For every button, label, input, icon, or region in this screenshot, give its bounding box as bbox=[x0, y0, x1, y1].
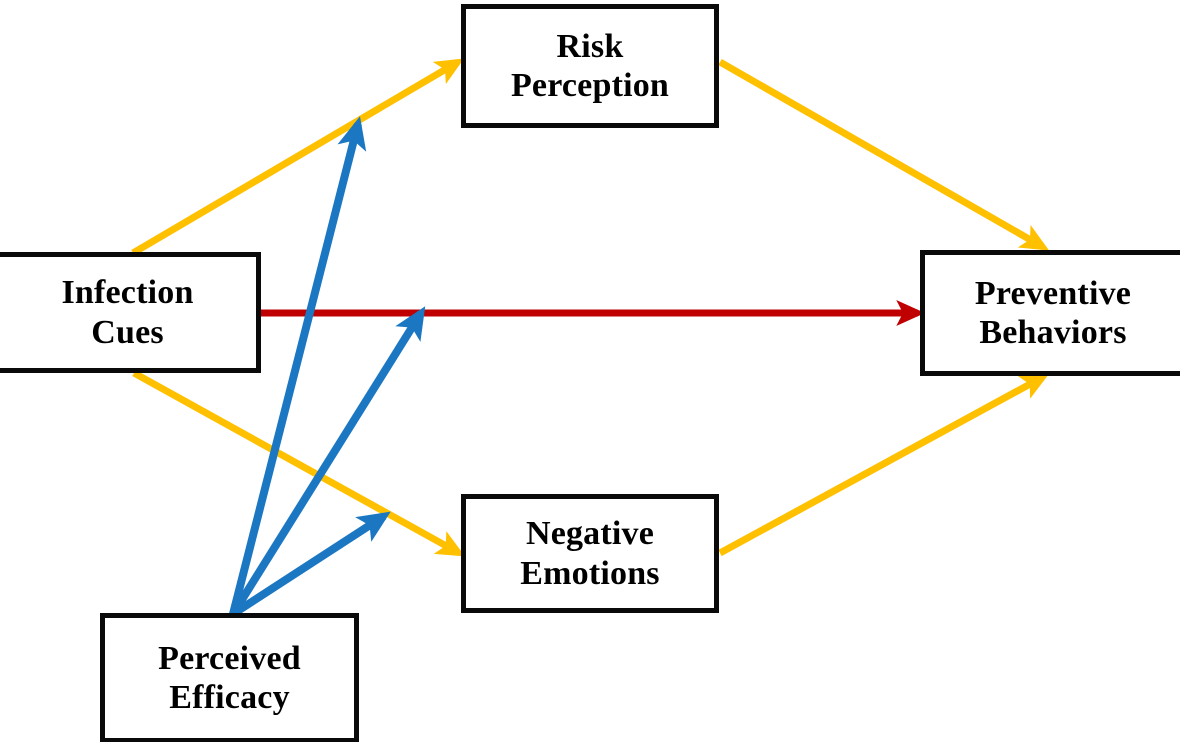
edge-infection-cues-to-negative-emotions bbox=[132, 369, 466, 557]
node-perceived-efficacy-line1: Perceived bbox=[158, 639, 301, 677]
node-infection-cues: Infection Cues bbox=[0, 252, 261, 373]
edge-negative-emotions-to-preventive-behaviors bbox=[718, 373, 1050, 557]
node-risk-perception-line2: Perception bbox=[510, 67, 670, 104]
node-negative-emotions: Negative Emotions bbox=[461, 494, 719, 613]
node-risk-perception-line1: Risk bbox=[556, 27, 624, 65]
edge-perceived-efficacy-moderates-direct-path bbox=[229, 306, 426, 617]
edge-perceived-efficacy-moderates-negative-emotions-path bbox=[230, 511, 391, 618]
node-preventive-behaviors-line1: Preventive bbox=[974, 274, 1132, 312]
node-preventive-behaviors-line2: Behaviors bbox=[979, 314, 1127, 351]
node-preventive-behaviors: Preventive Behaviors bbox=[920, 250, 1180, 376]
node-perceived-efficacy: Perceived Efficacy bbox=[100, 613, 359, 742]
edge-risk-perception-to-preventive-behaviors bbox=[718, 58, 1050, 251]
node-infection-cues-line1: Infection bbox=[61, 274, 194, 312]
node-risk-perception: Risk Perception bbox=[461, 4, 719, 128]
node-negative-emotions-line2: Emotions bbox=[520, 554, 660, 592]
node-negative-emotions-line1: Negative bbox=[525, 515, 655, 553]
edge-perceived-efficacy-moderates-risk-perception-path bbox=[229, 116, 367, 615]
node-infection-cues-line2: Cues bbox=[91, 313, 164, 351]
edge-infection-cues-to-risk-perception bbox=[131, 58, 465, 257]
node-perceived-efficacy-line2: Efficacy bbox=[169, 679, 290, 716]
